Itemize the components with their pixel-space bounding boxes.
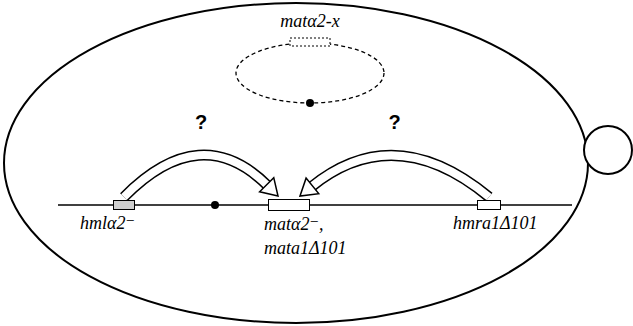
arrow-head xyxy=(260,178,278,196)
locus-label: hmlα2⁻ xyxy=(80,214,135,234)
centromere-dot xyxy=(211,201,219,209)
plasmid-centromere xyxy=(306,99,314,107)
locus-label: matα2-x xyxy=(280,12,339,32)
node-shape xyxy=(268,199,310,211)
node-shape xyxy=(113,200,135,210)
locus-box: matα2⁻,mata1Δ101 xyxy=(268,199,310,211)
locus-rect xyxy=(269,200,310,211)
locus-label: hmra1Δ101 xyxy=(453,214,538,234)
node-shape xyxy=(235,42,385,104)
question-mark: ? xyxy=(386,112,402,132)
arrow-fill xyxy=(311,155,489,197)
hollow-arrow xyxy=(300,155,489,197)
locus-label: mata1Δ101 xyxy=(264,239,347,259)
arrow-fill xyxy=(124,155,268,197)
plasmid-ring xyxy=(236,43,384,103)
locus-box: hmlα2⁻ xyxy=(113,200,135,210)
question-mark: ? xyxy=(193,112,209,132)
arrow-outline xyxy=(311,155,489,197)
locus-rect xyxy=(478,201,501,210)
arrow-outline xyxy=(124,155,268,197)
hollow-arrow xyxy=(124,155,278,197)
locus-rect xyxy=(114,201,135,210)
cell-outline xyxy=(4,3,588,323)
bud-outline xyxy=(584,126,632,174)
plasmid-gene-box xyxy=(290,38,330,46)
arrow-head xyxy=(300,178,319,196)
locus-label: matα2⁻, xyxy=(264,215,323,235)
plasmid-node: matα2-x xyxy=(235,42,385,104)
node-shape xyxy=(477,200,501,210)
locus-box: hmra1Δ101 xyxy=(477,200,501,210)
